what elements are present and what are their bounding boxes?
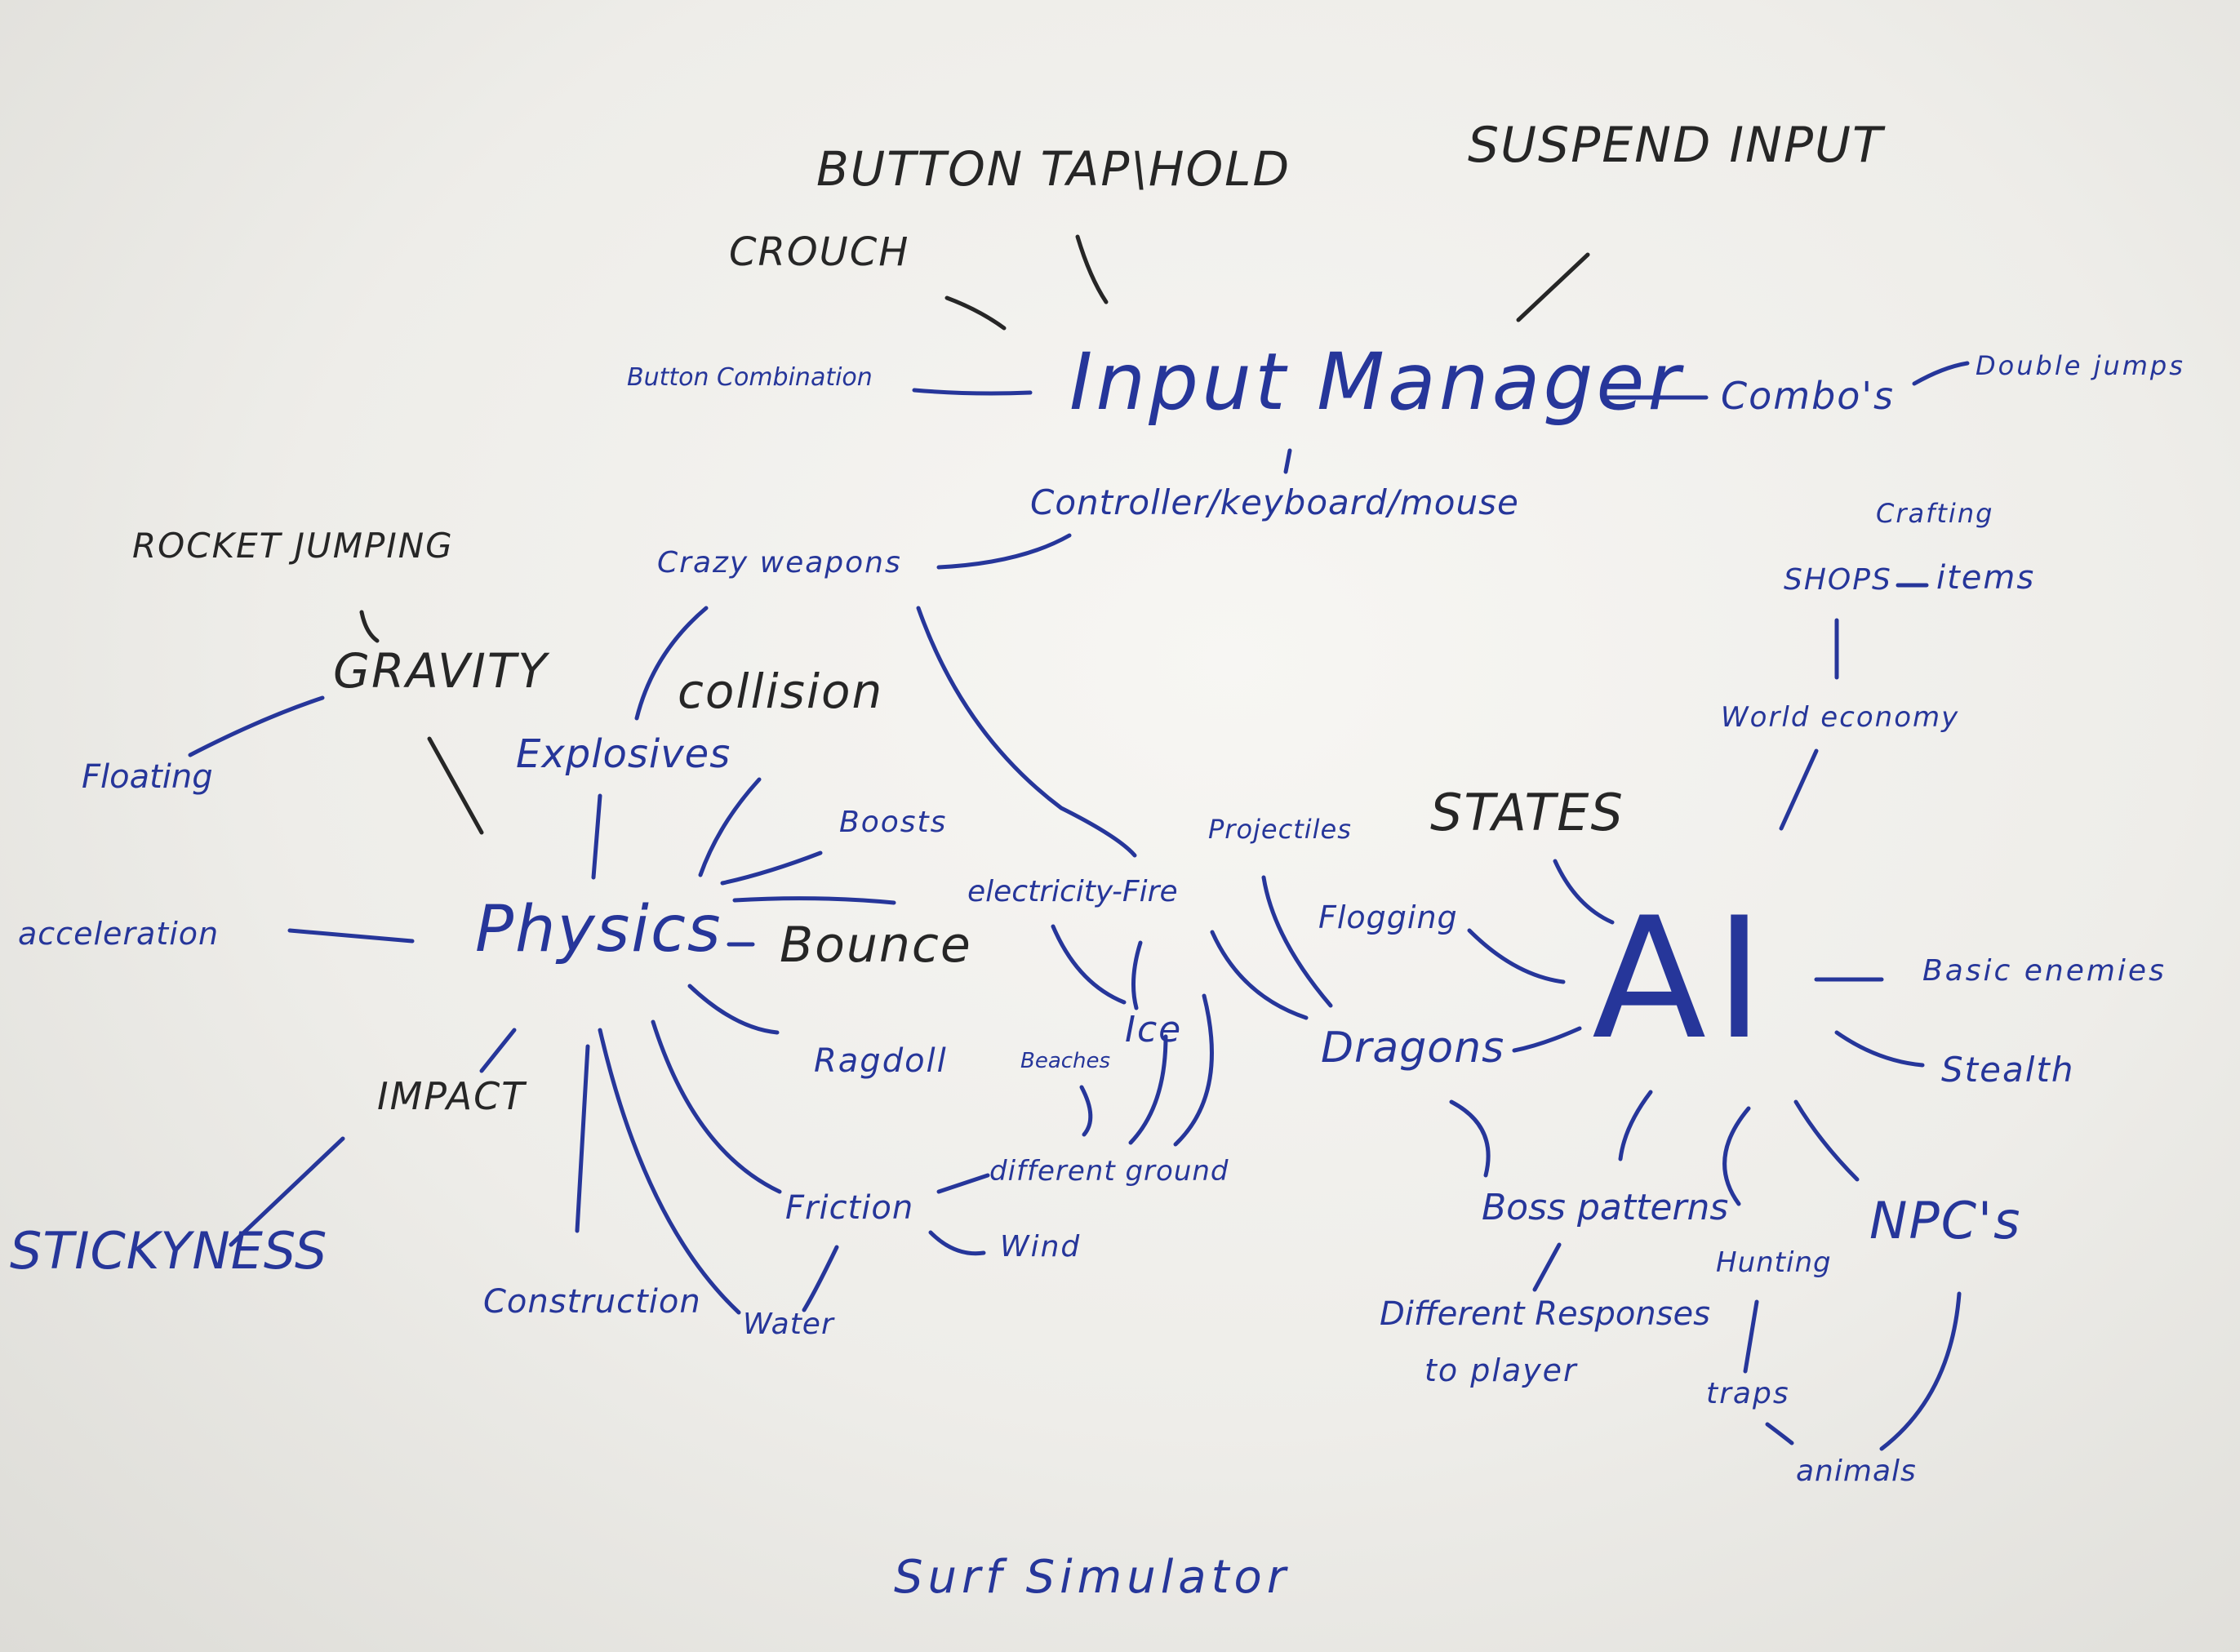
line-physics-ragdoll [687, 984, 780, 1035]
line-combos-double [1912, 361, 1970, 386]
crouch-label: CROUCH [729, 229, 910, 275]
button-combination-label: Button Combination [627, 363, 873, 392]
water-label: Water [743, 1308, 834, 1341]
line-collision-physics [698, 777, 762, 877]
line-tap-hold-input [1075, 234, 1109, 304]
line-electricity-ice [1051, 924, 1127, 1005]
line-crouch-input [944, 295, 1007, 331]
double-jumps-label: Double jumps [1976, 350, 2185, 381]
line-boss-responses [1532, 1242, 1562, 1292]
line-combination-input [912, 388, 1033, 396]
line-fire-ice [1131, 940, 1143, 1010]
states-label: STATES [1430, 783, 1624, 842]
line-physics-friction [651, 1019, 782, 1194]
line-input-controller [1283, 448, 1292, 474]
wind-label: Wind [1000, 1230, 1082, 1263]
line-projectiles-dragons [1261, 875, 1333, 1008]
line-npcs-animals [1879, 1291, 1962, 1451]
line-boosts-physics [720, 850, 823, 886]
line-physics-water [598, 1028, 741, 1315]
traps-label: traps [1706, 1377, 1790, 1410]
line-traps-animals [1765, 1422, 1794, 1446]
collision-label: collision [678, 664, 884, 719]
line-friction-water [802, 1245, 839, 1312]
flogging-label: Flogging [1318, 899, 1458, 935]
line-ai-stealth [1834, 1030, 1925, 1068]
electricity-fire-label: electricity-Fire [967, 875, 1178, 908]
stealth-label: Stealth [1941, 1050, 2075, 1090]
line-flogging-ai [1467, 928, 1566, 984]
floating-label: Floating [82, 758, 213, 796]
different-responses-label: Different Responses [1380, 1295, 1710, 1333]
button-tap-hold-label: BUTTON TAP\HOLD [816, 141, 1291, 197]
line-ai-hunting [1722, 1106, 1751, 1206]
line-gravity-physics [427, 736, 484, 835]
ice-label: Ice [1125, 1009, 1183, 1050]
line-ice-ground-a [1128, 1034, 1168, 1145]
hunting-label: Hunting [1716, 1246, 1832, 1279]
line-beaches-ground [1079, 1085, 1093, 1137]
controller-keyboard-mouse-label: Controller/keyboard/mouse [1030, 482, 1519, 522]
line-suspend-input [1516, 252, 1590, 322]
ai-label: AI [1592, 882, 1772, 1077]
to-player-label: to player [1424, 1352, 1578, 1388]
line-states-ai [1553, 859, 1615, 925]
explosives-label: Explosives [516, 731, 731, 777]
line-floating-gravity [188, 695, 325, 757]
line-physics-fire [732, 896, 896, 905]
line-dragons-boss [1449, 1099, 1491, 1178]
line-economy-ai [1779, 748, 1819, 831]
stickyness-label: STICKYNESS [10, 1221, 328, 1281]
different-ground-label: different ground [989, 1155, 1229, 1188]
line-hunting-traps [1743, 1299, 1759, 1374]
rocket-jumping-label: ROCKET JUMPING [132, 526, 454, 566]
surf-simulator-label: Surf Simulator [894, 1551, 1291, 1604]
line-weapons-fire [916, 606, 1137, 858]
crafting-label: Crafting [1876, 498, 1994, 529]
basic-enemies-label: Basic enemies [1922, 954, 2167, 988]
impact-label: IMPACT [377, 1074, 527, 1118]
physics-label: Physics [475, 893, 722, 966]
line-physics-construction [575, 1044, 590, 1233]
dragons-label: Dragons [1321, 1024, 1505, 1072]
line-accel-physics [287, 928, 415, 944]
animals-label: animals [1796, 1454, 1917, 1488]
line-weapons-explosives [634, 606, 709, 721]
line-physics-impact [479, 1028, 517, 1073]
acceleration-label: acceleration [18, 916, 220, 952]
line-impact-sticky [229, 1136, 345, 1247]
gravity-label: GRAVITY [333, 643, 549, 699]
suspend-input-label: SUSPEND INPUT [1468, 117, 1884, 174]
line-rocket-gravity [359, 610, 380, 643]
npcs-label: NPC's [1869, 1191, 2022, 1250]
bounce-label: Bounce [780, 917, 972, 974]
line-fire-dragons [1210, 930, 1309, 1020]
shops-label: SHOPS [1784, 563, 1892, 597]
line-friction-ground [936, 1173, 990, 1194]
line-ai-boss [1618, 1090, 1653, 1161]
projectiles-label: Projectiles [1208, 814, 1352, 845]
combos-label: Combo's [1721, 374, 1896, 418]
items-label: items [1936, 559, 2036, 597]
world-economy-label: World economy [1721, 701, 1960, 734]
friction-label: Friction [785, 1189, 914, 1227]
line-controller-weapons [936, 533, 1072, 570]
boosts-label: Boosts [839, 806, 948, 839]
boss-patterns-label: Boss patterns [1482, 1187, 1729, 1228]
construction-label: Construction [483, 1283, 701, 1321]
line-ai-npcs [1793, 1099, 1860, 1182]
line-explosives-physics [591, 793, 602, 880]
line-ice-ground-b [1173, 993, 1214, 1147]
input-manager-label: Input Manager [1069, 336, 1683, 428]
line-dragons-ai [1512, 1026, 1582, 1053]
line-friction-wind [928, 1230, 986, 1256]
crazy-weapons-label: Crazy weapons [657, 546, 902, 580]
beaches-label: Beaches [1020, 1049, 1111, 1073]
ragdoll-label: Ragdoll [814, 1042, 948, 1080]
